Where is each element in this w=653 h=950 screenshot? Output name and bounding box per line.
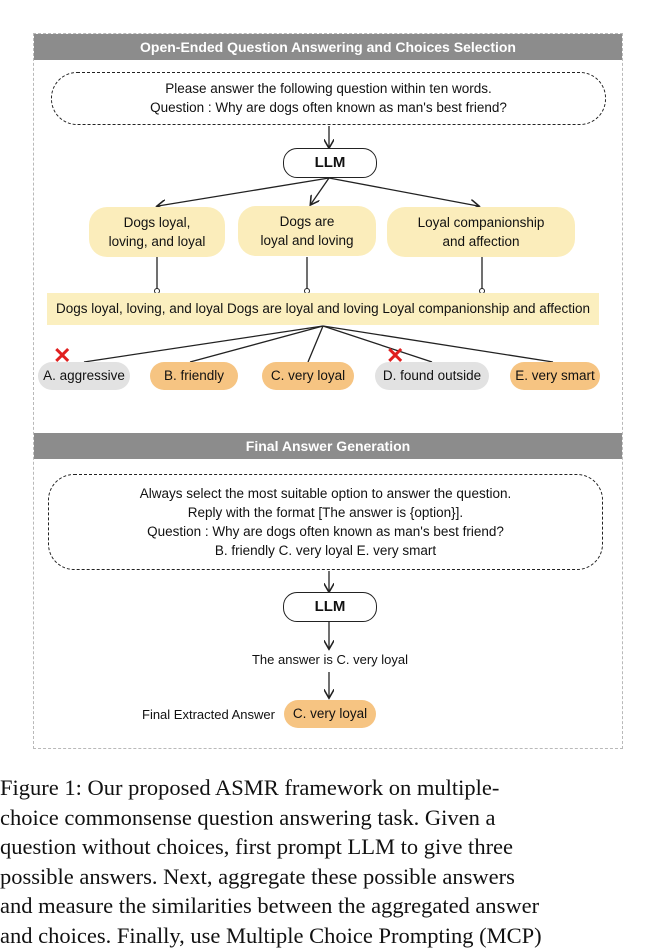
final-prompt-line-4: B. friendly C. very loyal E. very smart — [49, 541, 602, 560]
question-prompt-box: Please answer the following question wit… — [51, 72, 606, 125]
line-aggregate-to-choice-e — [323, 326, 553, 362]
answer-1-line-1: Dogs loyal, — [109, 213, 206, 232]
caption-line: and choices. Finally, use Multiple Choic… — [0, 921, 653, 950]
answer-bubble-1: Dogs loyal,loving, and loyal — [89, 207, 225, 257]
final-prompt-box: Always select the most suitable option t… — [48, 474, 603, 570]
choice-c: C. very loyal — [262, 362, 354, 390]
section-title-choices-selection: Open-Ended Question Answering and Choice… — [34, 34, 622, 60]
arrow-llm-to-answer-1 — [158, 178, 329, 206]
caption-line: possible answers. Next, aggregate these … — [0, 862, 653, 892]
caption-line: Figure 1: Our proposed ASMR framework on… — [0, 773, 653, 803]
reject-mark-icon: ✕ — [386, 346, 404, 366]
answer-1-line-2: loving, and loyal — [109, 232, 206, 251]
final-prompt-line-2: Reply with the format [The answer is {op… — [49, 503, 602, 522]
line-aggregate-to-choice-d — [323, 326, 432, 362]
line-aggregate-to-choice-b — [190, 326, 323, 362]
figure-caption: Figure 1: Our proposed ASMR framework on… — [0, 773, 653, 950]
section-title-final-answer: Final Answer Generation — [34, 433, 622, 459]
reject-mark-icon: ✕ — [53, 346, 71, 366]
answer-2-line-1: Dogs are — [260, 212, 353, 231]
answer-3-line-1: Loyal companionship — [418, 213, 545, 232]
arrow-llm-to-answer-3 — [329, 178, 478, 206]
choice-e: E. very smart — [510, 362, 600, 390]
caption-line: and measure the similarities between the… — [0, 891, 653, 921]
final-prompt-line-3: Question : Why are dogs often known as m… — [49, 522, 602, 541]
aggregated-answers-bar: Dogs loyal, loving, and loyal Dogs are l… — [47, 293, 599, 325]
caption-line: choice commonsense question answering ta… — [0, 803, 653, 833]
question-prompt-line: Please answer the following question wit… — [52, 79, 605, 98]
final-answer-badge: C. very loyal — [284, 700, 376, 728]
choice-a: A. aggressive — [38, 362, 130, 390]
choice-b: B. friendly — [150, 362, 238, 390]
line-aggregate-to-choice-a — [84, 326, 323, 362]
final-answer-label: Final Extracted Answer — [142, 707, 275, 722]
answer-3-line-2: and affection — [418, 232, 545, 251]
answer-2-line-2: loyal and loving — [260, 231, 353, 250]
final-prompt-line-1: Always select the most suitable option t… — [49, 484, 602, 503]
line-aggregate-to-choice-c — [308, 326, 323, 362]
arrow-llm-to-answer-2 — [311, 178, 329, 204]
llm-output-text: The answer is C. very loyal — [200, 652, 460, 667]
llm-node-2: LLM — [283, 592, 377, 622]
llm-node-1: LLM — [283, 148, 377, 178]
caption-line: question without choices, first prompt L… — [0, 832, 653, 862]
question-text-line: Question : Why are dogs often known as m… — [52, 98, 605, 117]
